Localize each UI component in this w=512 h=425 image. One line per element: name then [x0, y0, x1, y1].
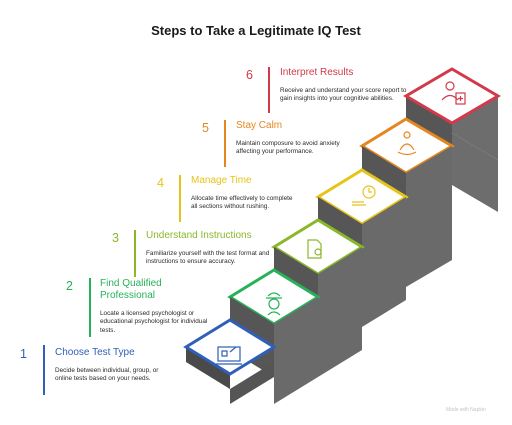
step-accent-bar [268, 67, 270, 113]
results-report-icon [441, 81, 466, 105]
clock-icon [352, 185, 376, 206]
step-title: Understand Instructions [146, 230, 252, 241]
step-number: 6 [246, 68, 253, 82]
step-description: Maintain composure to avoid anxiety affe… [236, 140, 340, 156]
page-title: Steps to Take a Legitimate IQ Test [151, 23, 361, 38]
step-description: Decide between individual, group, or onl… [55, 367, 159, 383]
step-description: Receive and understand your score report… [280, 87, 407, 103]
step-accent-bar [134, 230, 136, 277]
meditation-icon [397, 131, 417, 156]
step-description: Allocate time effectively to complete al… [191, 195, 293, 211]
step-accent-bar [43, 345, 45, 395]
footer-credit: Made with Napkin [446, 407, 486, 413]
step-number: 1 [20, 347, 27, 361]
psychologist-icon [266, 292, 282, 316]
step-title: Interpret Results [280, 67, 354, 78]
step-number: 5 [202, 121, 209, 135]
step-1-platform [183, 297, 318, 404]
step-number: 2 [66, 279, 73, 293]
step-accent-bar [89, 278, 91, 337]
step-title: Stay Calm [236, 120, 283, 131]
instructions-document-icon [307, 239, 322, 259]
step-number: 4 [157, 176, 164, 190]
step-accent-bar [179, 175, 181, 222]
computer-test-icon [216, 346, 242, 365]
step-title: Find Qualified Professional [100, 278, 162, 301]
step-description: Locate a licensed psychologist or educat… [100, 310, 208, 334]
step-number: 3 [112, 231, 119, 245]
step-title: Manage Time [191, 175, 252, 186]
step-accent-bar [224, 120, 226, 167]
step-title: Choose Test Type [55, 347, 135, 358]
step-description: Familiarize yourself with the test forma… [146, 250, 270, 266]
